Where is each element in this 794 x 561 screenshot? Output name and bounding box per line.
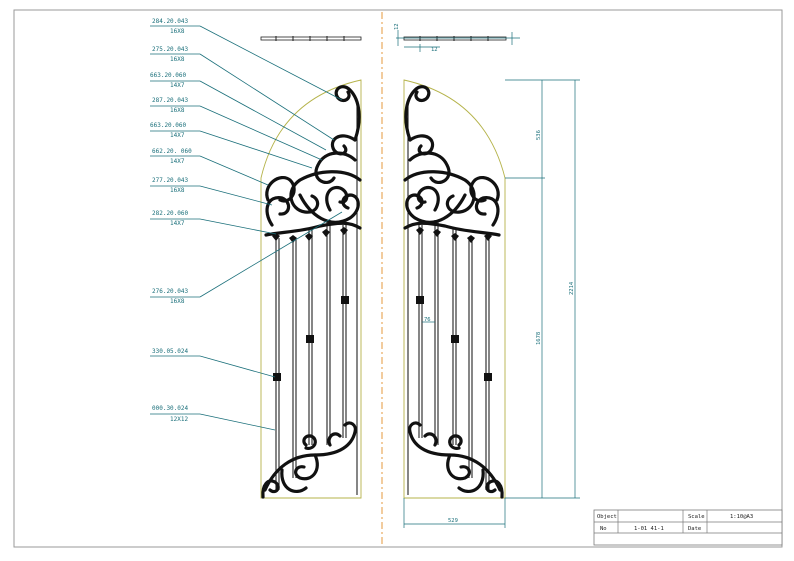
right-top-scrolls — [403, 85, 501, 237]
part-label-code: 275.20.043 — [152, 46, 189, 53]
part-label-code: 663.20.060 — [150, 72, 187, 79]
part-label-size: 16X8 — [170, 107, 185, 114]
part-label-size: 16X8 — [170, 298, 185, 305]
part-label-leaders: 284.20.043 16X8 275.20.043 16X8 663.20.0… — [150, 18, 343, 431]
dim-width: 529 — [448, 518, 458, 524]
part-label-size: 14X7 — [170, 132, 185, 139]
left-bottom-scrolls — [261, 421, 357, 499]
dim-bar-spacing: 76 — [424, 317, 431, 323]
part-label-size: 12X12 — [170, 416, 188, 423]
part-label-code: 284.20.043 — [152, 18, 189, 25]
part-label-code: 662.20. 060 — [152, 148, 192, 155]
part-label-code: 330.05.024 — [152, 348, 189, 355]
right-leaf-outline — [403, 79, 506, 499]
tb-scale-value: 1:10@A3 — [730, 514, 753, 520]
tb-object-label: Object — [597, 514, 617, 520]
tb-scale-label: Scale — [688, 514, 705, 520]
right-spears — [416, 227, 492, 243]
part-label-size: 16X8 — [170, 187, 185, 194]
left-collars — [273, 296, 349, 381]
part-label-code: 282.20.060 — [152, 210, 189, 217]
part-label-size: 14X7 — [170, 220, 185, 227]
tb-date-label: Date — [688, 526, 701, 532]
part-label-size: 14X7 — [170, 82, 185, 89]
dim-top-spacing: 12 — [431, 47, 438, 53]
left-spears — [272, 227, 348, 243]
right-gate-leaf: 76 — [403, 36, 507, 499]
part-label-code: 663.20.060 — [150, 122, 187, 129]
part-label-code: 287.20.043 — [152, 97, 189, 104]
part-label-size: 16X8 — [170, 56, 185, 63]
left-leaf-outline — [260, 79, 362, 499]
part-label-code: 000.30.024 — [152, 405, 189, 412]
part-label-code: 276.20.043 — [152, 288, 189, 295]
sheet-border — [13, 9, 783, 548]
tb-no-label: No — [600, 526, 607, 532]
left-gate-leaf — [260, 36, 362, 499]
right-top-view — [403, 36, 507, 41]
dim-top-thickness: 12 — [394, 23, 400, 30]
dim-straight-height: 1678 — [536, 332, 542, 345]
tb-no-value: 1-01 41-1 — [634, 526, 664, 532]
right-vertical-bars — [407, 100, 490, 495]
right-bottom-scrolls — [408, 421, 504, 499]
left-top-scrolls — [264, 85, 362, 237]
right-collars — [416, 296, 492, 381]
dim-total-height: 2214 — [569, 281, 575, 295]
part-label-code: 277.20.043 — [152, 177, 189, 184]
part-label-size: 14X7 — [170, 158, 185, 165]
dim-arch-height: 536 — [536, 130, 542, 140]
left-top-view — [260, 36, 362, 41]
title-block: Object Scale 1:10@A3 No 1-01 41-1 Date — [593, 509, 783, 546]
part-label-size: 16X8 — [170, 28, 185, 35]
dimensions: 12 12 536 1678 2214 529 — [394, 23, 580, 528]
